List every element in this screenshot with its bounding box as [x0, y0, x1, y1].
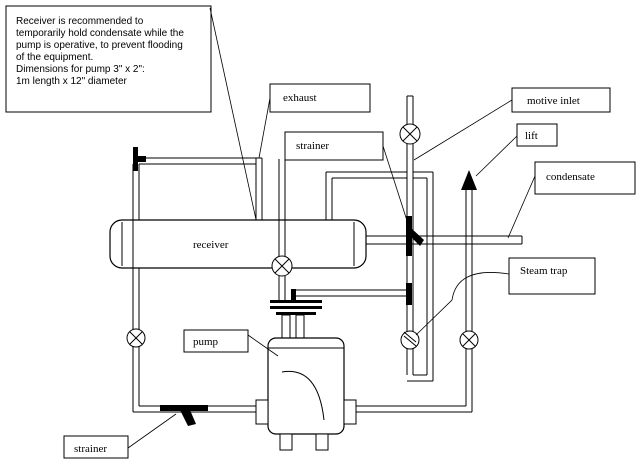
steam-trap: [400, 330, 420, 350]
pump-nozzle-left: [281, 314, 291, 340]
condensate-leader: [507, 175, 536, 239]
receiver-label: receiver: [193, 239, 229, 251]
vent-fitting: [133, 147, 138, 171]
bottom-strainer-leader: [127, 413, 177, 449]
steam-trap-mark-b: [403, 331, 417, 343]
bottom-strainer: [160, 405, 208, 426]
condensate-label: condensate: [546, 171, 595, 183]
left-piping: [126, 147, 256, 412]
receiver-valve: [271, 255, 293, 277]
inlet-piping: strainer: [63, 405, 256, 459]
exhaust-label-box: [269, 83, 371, 113]
pump-tank: [267, 337, 345, 435]
top-strainer-leader: [382, 145, 411, 231]
note-line-2: temporarily hold condensate while the: [16, 28, 184, 39]
motive-valve: [399, 123, 421, 145]
pump-foot-left: [279, 433, 293, 451]
flange-2: [270, 306, 322, 309]
note-line-5: Dimensions for pump 3" x 2":: [16, 64, 145, 75]
steam-trap-body: [400, 330, 420, 350]
top-strainer-leg: [410, 228, 424, 246]
motive-valve-cross-b: [402, 126, 418, 142]
motive-inlet-leader: [413, 99, 513, 161]
steam-trap-label-box: [508, 257, 596, 295]
pump-body: pump: [183, 329, 357, 451]
receiver-vessel: receiver: [109, 219, 367, 269]
motive-elbow: [291, 289, 296, 303]
exhaust-riser: exhaust: [255, 83, 371, 220]
lift-piping: lift: [356, 123, 558, 413]
trap-inlet-fitting: [406, 283, 412, 305]
pump-label-box: [183, 329, 249, 353]
steam-trap-mark-a: [403, 335, 417, 347]
note-line-1: Receiver is recommended to: [16, 16, 144, 27]
pump-float-curve: [281, 370, 325, 421]
left-valve: [126, 328, 146, 348]
pump-flanges: [270, 289, 407, 340]
top-strainer-label-box: [284, 131, 384, 161]
lift-arrow-head: [461, 170, 477, 190]
note-line-6: 1m length x 12" diameter: [16, 76, 128, 87]
bottom-strainer-label: strainer: [74, 443, 107, 455]
note-frame: [5, 5, 212, 113]
receiver-valve-cross-b: [274, 258, 290, 274]
steam-trap-label: Steam trap: [520, 265, 568, 277]
top-strainer-label: strainer: [296, 140, 329, 152]
lift-valve-cross-b: [462, 333, 476, 347]
note-leader: [209, 7, 261, 239]
note-box: Receiver is recommended to temporarily h…: [5, 5, 212, 113]
lift-leader: [475, 135, 518, 177]
flange-3: [276, 312, 316, 315]
motive-inlet-label: motive inlet: [527, 95, 580, 107]
left-valve-cross-b: [129, 331, 143, 345]
bottom-strainer-leg: [180, 410, 196, 426]
bottom-strainer-body: [160, 405, 208, 411]
pump-label: pump: [193, 336, 219, 348]
receiver-outlet: [271, 159, 293, 300]
exhaust-label: exhaust: [283, 92, 317, 104]
note-line-4: of the equipment.: [16, 52, 93, 63]
condensate-label-box: [534, 161, 636, 195]
bottom-strainer-label-box: [63, 435, 129, 459]
lift-valve: [459, 330, 479, 350]
vent-fitting-stub: [138, 156, 146, 162]
pump-leader: [247, 334, 279, 357]
note-line-3: pump is operative, to prevent flooding: [16, 40, 183, 51]
pump-nozzle-right: [295, 314, 305, 340]
steam-trap-leader: [415, 272, 510, 336]
pump-outlet-nozzle: [343, 399, 357, 425]
receiver-body: [109, 219, 367, 269]
lift-label: lift: [525, 130, 538, 142]
lift-label-box: [516, 123, 558, 147]
condensate-inlet: condensate: [366, 161, 636, 245]
pump-foot-right: [315, 433, 329, 451]
pump-inlet-nozzle: [255, 399, 269, 425]
exhaust-leader: [258, 97, 271, 159]
motive-inlet-label-box: [511, 87, 611, 113]
